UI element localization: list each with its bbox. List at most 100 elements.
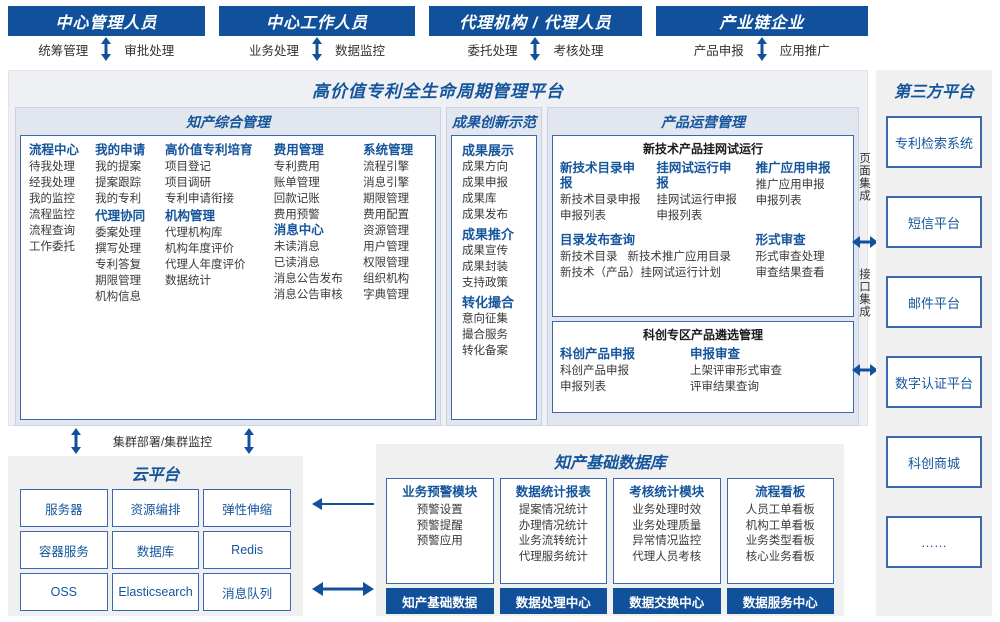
prod2-leaf[interactable]: 申报列表: [560, 381, 606, 393]
ip-leaf[interactable]: 消息公告发布: [273, 273, 343, 285]
actor-title-2[interactable]: 代理机构 / 代理人员: [429, 6, 642, 36]
db-module-item[interactable]: 预警提醒: [416, 519, 463, 532]
ip-leaf[interactable]: 经我处理: [29, 177, 75, 189]
ip-leaf[interactable]: 我的提案: [95, 161, 142, 173]
prod-leaf[interactable]: 申报列表: [755, 195, 802, 207]
ip-col2-head-0[interactable]: 高价值专利培育: [165, 143, 253, 157]
db-footer-service-center[interactable]: 数据服务中心: [726, 588, 834, 614]
ip-col3-head-1[interactable]: 消息中心: [273, 223, 324, 237]
prod-head[interactable]: 挂网试运行申报: [656, 161, 732, 190]
db-footer-exchange-center[interactable]: 数据交换中心: [613, 588, 721, 614]
ach-leaf[interactable]: 成果方向: [462, 161, 508, 173]
prod2-leaf[interactable]: 科创产品申报: [560, 365, 629, 377]
db-footer-base-data[interactable]: 知产基础数据: [386, 588, 494, 614]
ip-leaf[interactable]: 专利申请衔接: [165, 193, 235, 205]
ip-col3-head-0[interactable]: 费用管理: [273, 143, 324, 157]
prod-leaf[interactable]: 申报列表: [560, 210, 606, 222]
ip-leaf[interactable]: 委案处理: [95, 227, 142, 239]
ach-head-0[interactable]: 成果展示: [462, 143, 515, 158]
prod-leaf[interactable]: 新技术目录: [560, 251, 618, 263]
cloud-cell-database[interactable]: 数据库: [111, 531, 200, 569]
ip-leaf[interactable]: 代理人年度评价: [165, 259, 246, 271]
prod-head[interactable]: 目录发布查询: [560, 233, 636, 247]
ach-leaf[interactable]: 转化备案: [462, 345, 508, 357]
cloud-cell-elasticsearch[interactable]: Elasticsearch: [111, 573, 200, 611]
actor-title-1[interactable]: 中心工作人员: [218, 6, 416, 36]
ip-leaf[interactable]: 专利费用: [273, 161, 320, 173]
db-module-item[interactable]: 代理服务统计: [518, 550, 588, 563]
ip-leaf[interactable]: 专利答复: [95, 259, 142, 271]
ach-leaf[interactable]: 支持政策: [462, 277, 508, 289]
db-module-item[interactable]: 预警设置: [416, 504, 463, 516]
ip-leaf[interactable]: 期限管理: [363, 193, 410, 205]
ip-col2-head-1[interactable]: 机构管理: [165, 209, 216, 223]
ip-leaf[interactable]: 组织机构: [363, 273, 410, 285]
ach-leaf[interactable]: 成果封装: [462, 261, 508, 273]
prod-leaf[interactable]: 新技术（产品）挂网试运行计划: [560, 267, 721, 279]
db-module-item[interactable]: 业务处理质量: [632, 519, 702, 532]
ip-leaf[interactable]: 机构信息: [95, 291, 142, 303]
prod-head[interactable]: 推广应用申报: [755, 161, 831, 175]
db-module-item[interactable]: 代理人员考核: [632, 550, 702, 563]
ach-leaf[interactable]: 成果宣传: [462, 245, 508, 257]
ip-col4-head-0[interactable]: 系统管理: [363, 143, 414, 157]
third-party-box-patent-search[interactable]: 专利检索系统: [886, 116, 982, 168]
cloud-cell-elastic-scaling[interactable]: 弹性伸缩: [203, 489, 291, 527]
third-party-box-mall[interactable]: 科创商城: [886, 436, 982, 488]
ip-leaf[interactable]: 权限管理: [363, 257, 410, 269]
db-module-item[interactable]: 预警应用: [416, 535, 463, 547]
prod-leaf[interactable]: 形式审查处理: [755, 251, 825, 263]
ach-head-2[interactable]: 转化撮合: [462, 295, 515, 310]
ip-leaf[interactable]: 账单管理: [273, 177, 320, 189]
prod-leaf[interactable]: 新技术目录申报: [560, 194, 641, 206]
prod-head[interactable]: 新技术目录申报: [560, 161, 636, 190]
db-module-item[interactable]: 提案情况统计: [518, 504, 588, 516]
ip-leaf[interactable]: 消息引擎: [363, 177, 410, 189]
cloud-cell-oss[interactable]: OSS: [20, 573, 108, 611]
cloud-cell-redis[interactable]: Redis: [203, 531, 291, 569]
ip-leaf[interactable]: 费用预警: [273, 209, 320, 221]
prod-head[interactable]: 形式审查: [755, 233, 806, 247]
ip-col0-head-0[interactable]: 流程中心: [29, 143, 80, 157]
actor-title-3[interactable]: 产业链企业: [655, 6, 868, 36]
ip-leaf[interactable]: 机构年度评价: [165, 243, 235, 255]
actor-title-0[interactable]: 中心管理人员: [8, 6, 205, 36]
prod-leaf[interactable]: 申报列表: [656, 210, 703, 222]
ip-leaf[interactable]: 流程监控: [29, 209, 75, 221]
ip-leaf[interactable]: 我的监控: [29, 193, 75, 205]
cloud-cell-message-queue[interactable]: 消息队列: [203, 573, 291, 611]
ip-leaf[interactable]: 回款记账: [273, 193, 320, 205]
ip-leaf[interactable]: 撰写处理: [95, 243, 142, 255]
ip-leaf[interactable]: 消息公告审核: [273, 289, 343, 301]
ach-leaf[interactable]: 成果申报: [462, 177, 508, 189]
ip-leaf[interactable]: 数据统计: [165, 275, 212, 287]
ach-head-1[interactable]: 成果推介: [462, 227, 515, 242]
prod-leaf[interactable]: 挂网试运行申报: [656, 194, 737, 206]
ip-leaf[interactable]: 待我处理: [29, 161, 75, 173]
db-module-item[interactable]: 业务处理时效: [632, 504, 702, 516]
ip-leaf[interactable]: 项目调研: [165, 177, 212, 189]
db-module-item[interactable]: 办理情况统计: [518, 519, 588, 532]
third-party-box-sms[interactable]: 短信平台: [886, 196, 982, 248]
cloud-cell-server[interactable]: 服务器: [20, 489, 108, 527]
ip-leaf[interactable]: 代理机构库: [165, 227, 223, 239]
ach-leaf[interactable]: 成果发布: [462, 209, 508, 221]
ip-leaf[interactable]: 字典管理: [363, 289, 410, 301]
ach-leaf[interactable]: 成果库: [462, 193, 497, 205]
db-module-item[interactable]: 机构工单看板: [745, 519, 815, 532]
ip-leaf[interactable]: 资源管理: [363, 225, 410, 237]
ip-leaf[interactable]: 项目登记: [165, 161, 212, 173]
third-party-box-digital-cert[interactable]: 数字认证平台: [886, 356, 982, 408]
ip-leaf[interactable]: 用户管理: [363, 241, 410, 253]
ach-leaf[interactable]: 撮合服务: [462, 329, 508, 341]
ip-leaf[interactable]: 工作委托: [29, 241, 75, 253]
db-module-item[interactable]: 人员工单看板: [745, 504, 815, 516]
ip-leaf[interactable]: 费用配置: [363, 209, 410, 221]
ip-col1-head-0[interactable]: 我的申请: [95, 143, 146, 157]
db-module-item[interactable]: 核心业务看板: [745, 550, 815, 563]
db-module-item[interactable]: 异常情况监控: [632, 535, 702, 547]
prod-leaf[interactable]: 推广应用申报: [755, 179, 825, 191]
db-module-item[interactable]: 业务类型看板: [745, 535, 815, 547]
prod-leaf[interactable]: 新技术推广应用目录: [627, 251, 732, 263]
ip-leaf[interactable]: 未读消息: [273, 241, 320, 253]
